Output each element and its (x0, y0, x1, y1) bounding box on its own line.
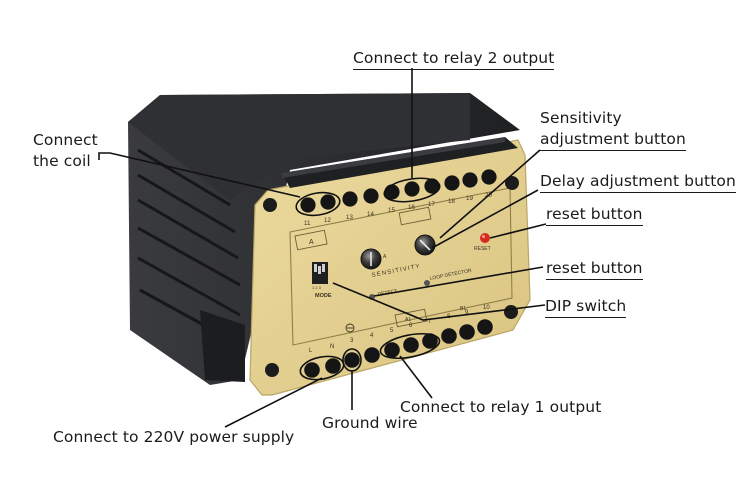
terminal-screw-n[interactable] (325, 358, 341, 374)
terminal-screw-14[interactable] (363, 188, 379, 204)
terminal-number: 19 (466, 195, 473, 202)
terminal-screw-17[interactable] (424, 178, 440, 194)
reset-led[interactable] (480, 233, 490, 243)
label-relay1-output: Connect to relay 1 output (400, 398, 602, 416)
leader-reset-top (489, 223, 547, 239)
coil-terminals-ellipse (295, 191, 341, 217)
terminal-screw-19[interactable] (462, 172, 478, 188)
terminal-screw-4[interactable] (364, 347, 380, 363)
leader-dip (332, 282, 546, 321)
box-a-label: A (309, 239, 314, 246)
leader-coil (98, 152, 301, 198)
label-power-supply: Connect to 220V power supply (53, 428, 295, 446)
box-a1-label: A1 (405, 317, 411, 323)
sensitivity-knob[interactable] (360, 248, 382, 270)
terminal-screw-l[interactable] (304, 362, 320, 378)
device-housing (128, 93, 520, 385)
terminal-screw-5[interactable] (384, 342, 400, 358)
terminal-screw-ground[interactable] (344, 352, 360, 368)
bottom-terminal-numbers: L N 3 4 5 6 7 8 9 10 (309, 305, 490, 354)
terminal-screw-10[interactable] (477, 319, 493, 335)
terminal-number: 4 (370, 333, 374, 339)
terminal-number: N (330, 344, 334, 350)
terminal-screw-6[interactable] (403, 337, 419, 353)
terminal-number: 17 (428, 201, 435, 208)
label-connect-coil-line1: Connect (33, 131, 98, 149)
housing-fins (137, 148, 241, 347)
terminal-screw-7[interactable] (422, 333, 438, 349)
terminal-number: 13 (346, 214, 353, 221)
terminal-number: 14 (367, 211, 374, 218)
terminal-number: 16 (408, 204, 415, 211)
leader-reset-mid (373, 266, 544, 297)
reset-panel-label: RESET (474, 246, 491, 252)
leader-sensitivity (439, 149, 541, 239)
terminal-number: 12 (324, 217, 331, 224)
terminal-number: L (309, 348, 313, 354)
bottom-terminal-block (304, 319, 493, 378)
leader-lines (98, 68, 547, 428)
terminal-number: 9 (465, 310, 469, 316)
terminal-number: 10 (483, 305, 490, 311)
label-relay2-output: Connect to relay 2 output (353, 49, 555, 70)
dip-numbers: 1 2 3 (312, 285, 322, 290)
label-reset-mid: reset button (546, 259, 643, 280)
relay2-terminals-ellipse (383, 177, 441, 203)
terminal-number: 18 (448, 198, 455, 205)
leader-delay (431, 189, 539, 249)
label-delay-adjustment: Delay adjustment button (540, 172, 736, 193)
terminal-number: 5 (390, 328, 394, 334)
leader-relay1 (399, 355, 433, 399)
label-sensitivity-line2: adjustment button (540, 130, 686, 151)
terminal-screw-8[interactable] (441, 328, 457, 344)
relay1-terminals-ellipse (379, 332, 441, 360)
leader-power (224, 377, 323, 428)
label-sensitivity-line1: Sensitivity (540, 109, 622, 127)
terminal-screw-16[interactable] (404, 181, 420, 197)
dip-switch[interactable]: 1 2 3 (312, 262, 328, 290)
terminal-screw-13[interactable] (342, 191, 358, 207)
knob-a-label: A (383, 254, 387, 260)
delay-knob[interactable] (414, 234, 436, 256)
terminal-number: 7 (428, 319, 432, 325)
top-terminal-block (300, 169, 497, 213)
terminal-screw-11[interactable] (300, 197, 316, 213)
ground-symbol-icon (345, 323, 355, 333)
mode-label: MODE (315, 293, 332, 299)
terminal-screw-9[interactable] (459, 324, 475, 340)
terminal-number: 3 (350, 338, 354, 344)
terminal-screw-20[interactable] (481, 169, 497, 185)
terminal-screw-12[interactable] (320, 194, 336, 210)
label-dip-switch: DIP switch (545, 297, 627, 318)
label-reset-top: reset button (546, 205, 643, 226)
highlight-ellipses (295, 177, 441, 381)
label-ground-wire: Ground wire (322, 414, 418, 432)
terminal-number: 11 (304, 220, 311, 227)
terminal-number: 15 (388, 207, 395, 214)
terminal-screw-18[interactable] (444, 175, 460, 191)
label-connect-coil-line2: the coil (33, 152, 91, 170)
terminal-number: 6 (409, 323, 413, 329)
box-b1-label: B1 (460, 306, 466, 312)
